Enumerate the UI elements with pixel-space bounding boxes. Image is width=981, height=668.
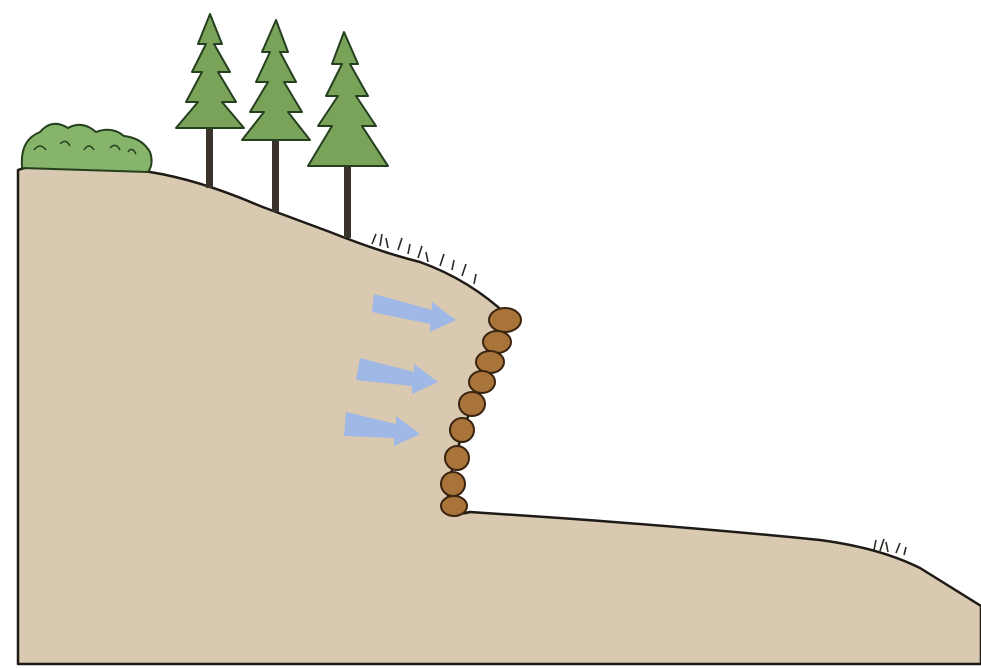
soil-body <box>18 164 981 664</box>
rock-block-icon <box>469 371 495 393</box>
rock-block-icon <box>450 418 474 442</box>
tree-icon <box>308 32 388 238</box>
rock-block-icon <box>476 351 504 373</box>
rock-block-icon <box>459 392 485 416</box>
rock-block-icon <box>483 331 511 353</box>
shrub-icon <box>22 124 152 172</box>
tree-icon <box>176 14 244 188</box>
rock-block-icon <box>441 496 467 516</box>
rock-block-icon <box>441 472 465 496</box>
tree-icon <box>242 20 310 212</box>
rock-block-icon <box>489 308 521 332</box>
rock-block-icon <box>445 446 469 470</box>
